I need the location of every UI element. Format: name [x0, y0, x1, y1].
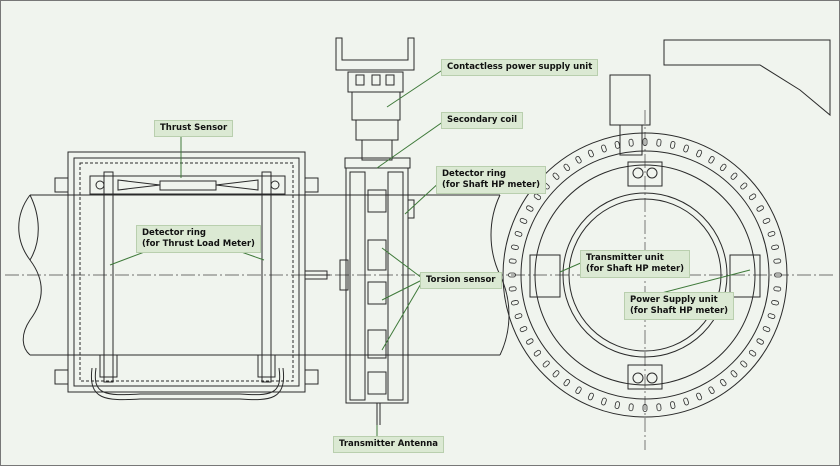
bolt-hole	[587, 149, 594, 158]
bolt-hole	[756, 338, 764, 345]
label-text: Transmitter unit	[586, 253, 664, 263]
bolt-hole	[669, 141, 676, 149]
bolt-hole	[748, 349, 757, 357]
bolt-hole	[601, 397, 607, 406]
bolt-hole	[514, 313, 523, 319]
bolt-hole	[514, 231, 523, 237]
label-transmitter-antenna: Transmitter Antenna	[333, 436, 445, 453]
bolt-hole	[773, 286, 782, 292]
bolt-hole	[642, 138, 648, 146]
bolt-hole	[575, 386, 582, 394]
bolt-hole	[526, 338, 534, 345]
torsion-column	[335, 37, 415, 425]
bolt-hole	[642, 404, 648, 412]
bolt-hole	[771, 299, 779, 306]
bolt-hole	[683, 144, 689, 153]
bolt-hole	[614, 401, 621, 409]
bolt-hole	[730, 370, 738, 378]
bolt-hole	[563, 378, 571, 387]
bolt-hole	[533, 193, 542, 201]
label-power-supply-unit: Power Supply unit (for Shaft HP meter)	[624, 292, 735, 320]
label-contactless-power-supply-unit: Contactless power supply unit	[441, 59, 599, 76]
bolt-hole	[773, 258, 782, 264]
bolt-hole	[533, 349, 542, 357]
bolt-hole	[552, 172, 560, 180]
bolt-hole	[511, 299, 519, 306]
bolt-hole	[628, 403, 634, 412]
bolt-hole	[762, 217, 771, 224]
bolt-hole	[771, 244, 779, 251]
label-text: Detector ring	[442, 169, 506, 179]
thrust-frame	[54, 151, 330, 401]
bolt-hole	[542, 360, 550, 368]
label-text: Transmitter Antenna	[339, 439, 439, 449]
bolt-hole	[587, 392, 594, 401]
bolt-hole	[708, 386, 715, 394]
bolt-hole	[508, 272, 516, 278]
label-thrust-sensor: Thrust Sensor	[154, 120, 234, 137]
label-text: Thrust Sensor	[160, 123, 228, 133]
bolt-hole	[601, 144, 607, 153]
bolt-hole	[767, 231, 776, 237]
detector-ring-front	[502, 39, 831, 418]
bolt-hole	[519, 326, 528, 333]
label-detector-ring-shaft-hp: Detector ring (for Shaft HP meter)	[436, 166, 547, 194]
bolt-hole	[519, 217, 528, 224]
bolt-hole	[696, 392, 703, 401]
bolt-hole	[575, 156, 582, 164]
bolt-hole	[614, 141, 621, 149]
label-text: Secondary coil	[447, 115, 518, 125]
bolt-hole	[740, 182, 748, 190]
ring-bolt-holes	[508, 138, 782, 412]
label-text: (for Shaft HP meter)	[586, 264, 685, 274]
bolt-hole	[508, 286, 517, 292]
bolt-hole	[696, 149, 703, 158]
label-text: Detector ring	[142, 228, 206, 238]
bolt-hole	[730, 172, 738, 180]
bolt-hole	[526, 205, 534, 212]
bolt-hole	[683, 397, 689, 406]
bolt-hole	[719, 378, 727, 387]
bolt-hole	[669, 401, 676, 409]
bolt-hole	[508, 258, 517, 264]
bolt-hole	[656, 138, 662, 147]
bolt-hole	[708, 156, 715, 164]
bolt-hole	[552, 370, 560, 378]
label-text: Power Supply unit	[630, 295, 718, 305]
label-text: (for Thrust Load Meter)	[142, 239, 255, 249]
label-detector-ring-thrust: Detector ring (for Thrust Load Meter)	[136, 225, 261, 253]
label-text: Contactless power supply unit	[447, 62, 593, 72]
bolt-hole	[762, 326, 771, 333]
label-torsion-sensor: Torsion sensor	[420, 272, 502, 289]
bolt-hole	[740, 360, 748, 368]
bolt-hole	[756, 205, 764, 212]
bolt-hole	[563, 163, 571, 172]
label-text: Torsion sensor	[426, 275, 496, 285]
bolt-hole	[774, 272, 782, 278]
bolt-hole	[767, 313, 776, 319]
bolt-hole	[656, 403, 662, 412]
label-text: (for Shaft HP meter)	[442, 180, 541, 190]
bolt-hole	[628, 138, 634, 147]
label-text: (for Shaft HP meter)	[630, 306, 729, 316]
label-transmitter-unit: Transmitter unit (for Shaft HP meter)	[580, 250, 691, 278]
label-secondary-coil: Secondary coil	[441, 112, 524, 129]
bolt-hole	[719, 163, 727, 172]
bolt-hole	[748, 193, 757, 201]
bolt-hole	[511, 244, 519, 251]
